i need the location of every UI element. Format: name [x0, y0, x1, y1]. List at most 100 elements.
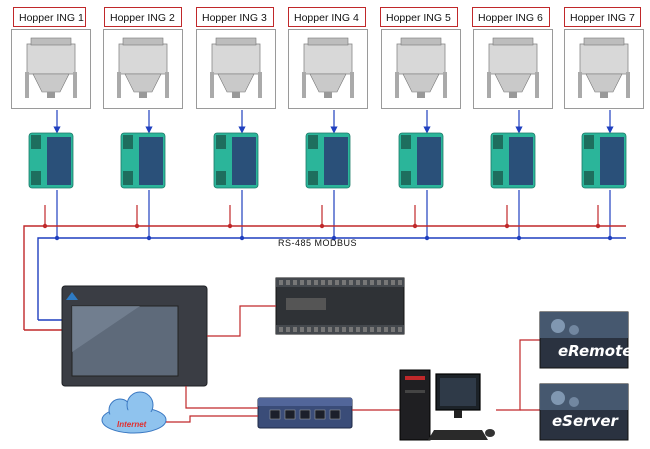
hopper-frame [26, 43, 76, 75]
terminal-block [493, 135, 503, 149]
internet-cloud-icon [101, 391, 167, 434]
plc-terminal-bottom [276, 325, 404, 334]
plc-terminal [391, 280, 395, 285]
hopper-funnel [32, 73, 70, 93]
terminal-block [216, 135, 226, 149]
hopper-leg [443, 72, 447, 98]
hopper-scale-6 [487, 37, 539, 241]
hopper-scale-4 [302, 37, 354, 241]
hopper-outlet [139, 92, 147, 98]
hopper-frame [396, 43, 446, 75]
terminal-block [493, 171, 503, 185]
hopper-top [30, 37, 72, 46]
terminal-block [31, 135, 41, 149]
plc-terminal [293, 327, 297, 332]
hopper-leg [25, 72, 29, 98]
cover-graphic [551, 319, 565, 333]
plc-terminal [328, 280, 332, 285]
hmi-switch-link [185, 386, 258, 409]
terminal-block [308, 171, 318, 185]
terminal-block [584, 135, 594, 149]
terminal-block [308, 135, 318, 149]
eremote-title: eRemote [558, 342, 633, 360]
switch-top [258, 398, 352, 406]
bus-label: RS-485 MODBUS [278, 238, 358, 248]
plc-terminal [335, 280, 339, 285]
transmitter-panel [232, 137, 256, 185]
hopper-frame [579, 43, 629, 75]
plc-terminal [363, 280, 367, 285]
hopper-leg [165, 72, 169, 98]
hopper-label-7: Hopper ING 7 [564, 7, 641, 27]
plc-terminal [377, 327, 381, 332]
hopper-leg [117, 72, 121, 98]
hopper-leg [395, 72, 399, 98]
hopper-top [400, 37, 442, 46]
cloud-switch-link [166, 415, 258, 423]
plc-terminal [279, 280, 283, 285]
plc-led-panel [286, 298, 326, 310]
plc-terminal [279, 327, 283, 332]
plc-terminal [356, 327, 360, 332]
hopper-funnel [402, 73, 440, 93]
ethernet-port [314, 409, 326, 420]
hopper-leg [535, 72, 539, 98]
hopper-top [307, 37, 349, 46]
transmitter-panel [47, 137, 71, 185]
pc-tower [399, 369, 431, 441]
plc-terminal [300, 280, 304, 285]
plc-terminal [370, 327, 374, 332]
hopper-frame [118, 43, 168, 75]
hopper-leg [578, 72, 582, 98]
plc-terminal [328, 327, 332, 332]
hopper-top [583, 37, 625, 46]
plc-terminal [363, 327, 367, 332]
rs485-bus-line [37, 237, 626, 320]
hopper-scale-5 [395, 37, 447, 241]
ethernet-port [299, 409, 311, 420]
hopper-label-5: Hopper ING 5 [380, 7, 458, 27]
ethernet-port [269, 409, 281, 420]
hopper-leg [210, 72, 214, 98]
terminal-block [31, 171, 41, 185]
plc-terminal [321, 327, 325, 332]
cloud-fill [104, 410, 164, 432]
hopper-leg [73, 72, 77, 98]
hopper-leg [302, 72, 306, 98]
plc-terminal [335, 327, 339, 332]
hopper-leg [626, 72, 630, 98]
transmitter-panel [509, 137, 533, 185]
hopper-scale-7 [578, 37, 630, 241]
eserver-cover [539, 383, 629, 441]
hopper-outlet [600, 92, 608, 98]
terminal-block [216, 171, 226, 185]
hopper-leg [487, 72, 491, 98]
plc-terminal [307, 280, 311, 285]
plc-terminal [391, 327, 395, 332]
hmi-touch-panel [61, 285, 208, 387]
transmitter-panel [417, 137, 441, 185]
plc-controller [275, 277, 405, 335]
transmitter-panel [139, 137, 163, 185]
plc-terminal [293, 280, 297, 285]
transmitter-panel [324, 137, 348, 185]
hopper-frame [303, 43, 353, 75]
plc-terminal [398, 327, 402, 332]
terminal-block [401, 171, 411, 185]
hopper-top [122, 37, 164, 46]
terminal-block [123, 171, 133, 185]
plc-terminal [398, 280, 402, 285]
pc-drive [405, 390, 425, 393]
hopper-leg [350, 72, 354, 98]
hopper-outlet [232, 92, 240, 98]
pc-workstation [399, 369, 495, 441]
plc-terminal [314, 327, 318, 332]
plc-terminal [321, 280, 325, 285]
hopper-frame [211, 43, 261, 75]
hmi-glare [72, 306, 140, 352]
terminal-block [401, 135, 411, 149]
hopper-top [215, 37, 257, 46]
eserver-title: eServer [552, 412, 618, 430]
terminal-block [584, 171, 594, 185]
